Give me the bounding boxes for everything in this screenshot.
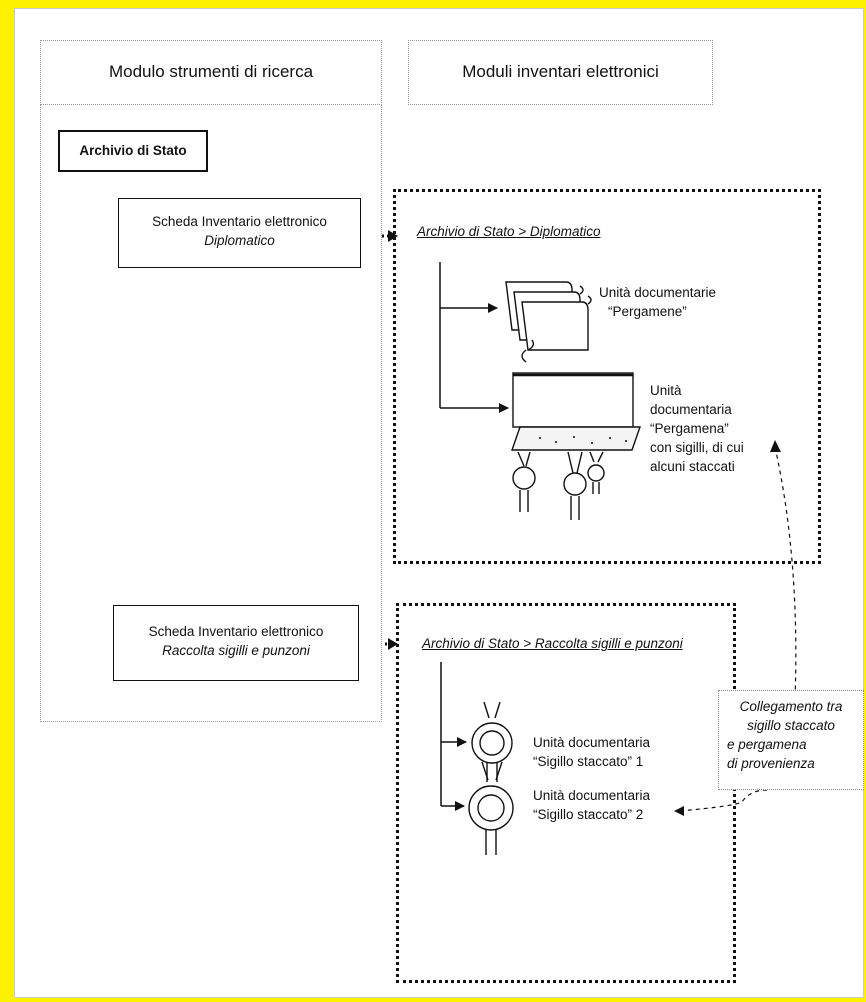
sigilli-tree-connectors — [440, 662, 467, 811]
seal-link-arrow-up — [770, 440, 781, 452]
scheda-diplomatico-box: Scheda Inventario elettronico Diplomatic… — [118, 198, 361, 268]
diplomatico-tree-connectors — [439, 262, 509, 413]
scheda-sigilli-box: Scheda Inventario elettronico Raccolta s… — [113, 605, 359, 681]
sigillo-1-label: Unità documentaria “Sigillo staccato” 1 — [533, 733, 650, 771]
diplomatico-module-box — [393, 189, 821, 564]
archivio-di-stato-label: Archivio di Stato — [79, 143, 187, 158]
pergamena-with-seals-icon — [511, 372, 641, 520]
pergamene-label: Unità documentarie “Pergamene” — [599, 283, 716, 321]
scheda-sigilli-line1: Scheda Inventario elettronico — [148, 624, 324, 639]
archivio-di-stato-box: Archivio di Stato — [58, 130, 208, 172]
seal-link-arrow-left — [674, 806, 684, 816]
pergamena-label: Unità documentaria “Pergamena” con sigil… — [650, 381, 744, 476]
sigillo-1-label-line1: Unità documentaria — [533, 735, 651, 750]
link-note-line3: e pergamena — [727, 737, 807, 752]
seal-provenance-link — [679, 446, 797, 812]
right-panel-header — [408, 40, 713, 105]
diplomatico-path: Archivio di Stato > Diplomatico — [417, 224, 601, 239]
pergamena-label-line2: documentaria — [650, 402, 732, 417]
sigillo-1-label-line2: “Sigillo staccato” 1 — [533, 754, 644, 769]
scheda-diplomatico-line2: Diplomatico — [204, 233, 275, 248]
pergamene-scrolls-icon — [505, 281, 592, 363]
link-note-line1: Collegamento tra — [739, 699, 843, 714]
sigillo-staccato-1-icon — [471, 701, 513, 782]
link-note-line4: di provenienza — [727, 756, 815, 771]
right-panel-title: Moduli inventari elettronici — [462, 62, 659, 81]
pergamena-label-line4: con sigilli, di cui — [650, 440, 744, 455]
module-link-arrow-2 — [388, 638, 398, 650]
sigillo-staccato-2-icon — [468, 761, 514, 855]
pergamena-label-line5: alcuni staccati — [650, 459, 735, 474]
sigilli-path: Archivio di Stato > Raccolta sigilli e p… — [422, 636, 683, 651]
sigillo-2-label: Unità documentaria “Sigillo staccato” 2 — [533, 786, 650, 824]
pergamena-label-line3: “Pergamena” — [650, 421, 729, 436]
sigilli-module-box — [396, 603, 736, 983]
scheda-diplomatico-line1: Scheda Inventario elettronico — [152, 214, 327, 229]
pergamena-label-line1: Unità — [650, 383, 682, 398]
link-note-line2: sigillo staccato — [747, 718, 835, 733]
left-panel-title: Modulo strumenti di ricerca — [108, 62, 314, 81]
scheda-sigilli-line2: Raccolta sigilli e punzoni — [162, 643, 310, 658]
left-panel-header — [40, 40, 382, 105]
sigillo-2-label-line1: Unità documentaria — [533, 788, 651, 803]
pergamene-label-line2: “Pergamene” — [608, 304, 687, 319]
sigillo-2-label-line2: “Sigillo staccato” 2 — [533, 807, 644, 822]
pergamene-label-line1: Unità documentarie — [599, 285, 717, 300]
link-note-box: Collegamento tra sigillo staccato e perg… — [718, 690, 864, 790]
